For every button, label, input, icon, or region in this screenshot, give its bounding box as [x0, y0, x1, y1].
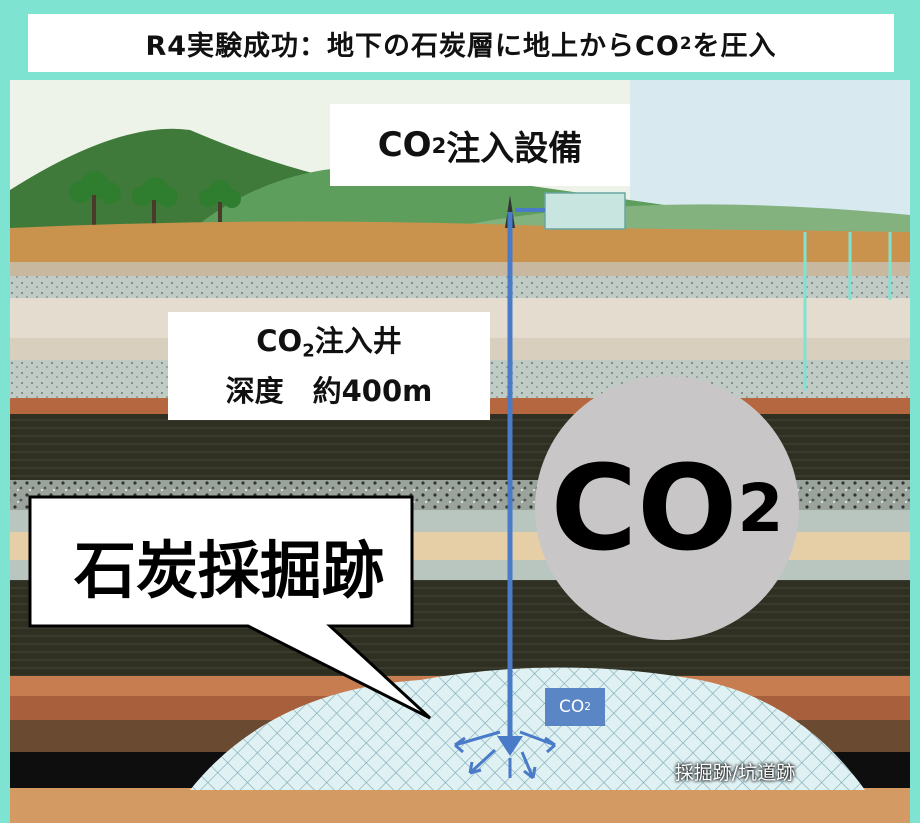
monitoring-wells	[803, 232, 892, 390]
mine-area-label: 採掘跡/坑道跡	[674, 761, 796, 784]
well-label-line1: CO2注入井	[256, 321, 401, 371]
stratum-1	[10, 262, 910, 276]
callout-text: 石炭採掘跡	[73, 534, 384, 607]
co2-spread-arrows	[454, 730, 556, 780]
well-line1-text: CO	[256, 323, 303, 358]
stratum-bottom	[10, 788, 910, 823]
facility-text: CO	[377, 125, 432, 165]
facility-text-after: 注入設備	[446, 128, 583, 169]
callout-bubble	[28, 495, 432, 720]
surface-soil	[10, 221, 910, 262]
well-arrow-head	[497, 736, 523, 756]
stratum-2	[10, 276, 910, 298]
well-line1-after: 注入井	[314, 323, 402, 358]
well-line1-subscript: 2	[302, 340, 315, 362]
title-text: R4実験成功：地下の石炭層に地上からCO	[145, 30, 680, 62]
title-text-after: を圧入	[692, 30, 777, 62]
mined-out-area	[190, 667, 865, 790]
trees	[69, 171, 241, 230]
co2-circle-subscript: 2	[737, 469, 784, 547]
co2-circle-text: CO	[550, 439, 738, 577]
well-label-line2: 深度 約400m	[225, 374, 433, 409]
facility-subscript: 2	[431, 132, 447, 158]
co2-tag-subscript: 2	[584, 701, 591, 713]
co2-tag-text: CO	[559, 697, 585, 717]
title-subscript: 2	[679, 33, 693, 53]
injection-well-label: CO2注入井 深度 約400m	[168, 312, 490, 420]
facility-building	[544, 192, 626, 230]
